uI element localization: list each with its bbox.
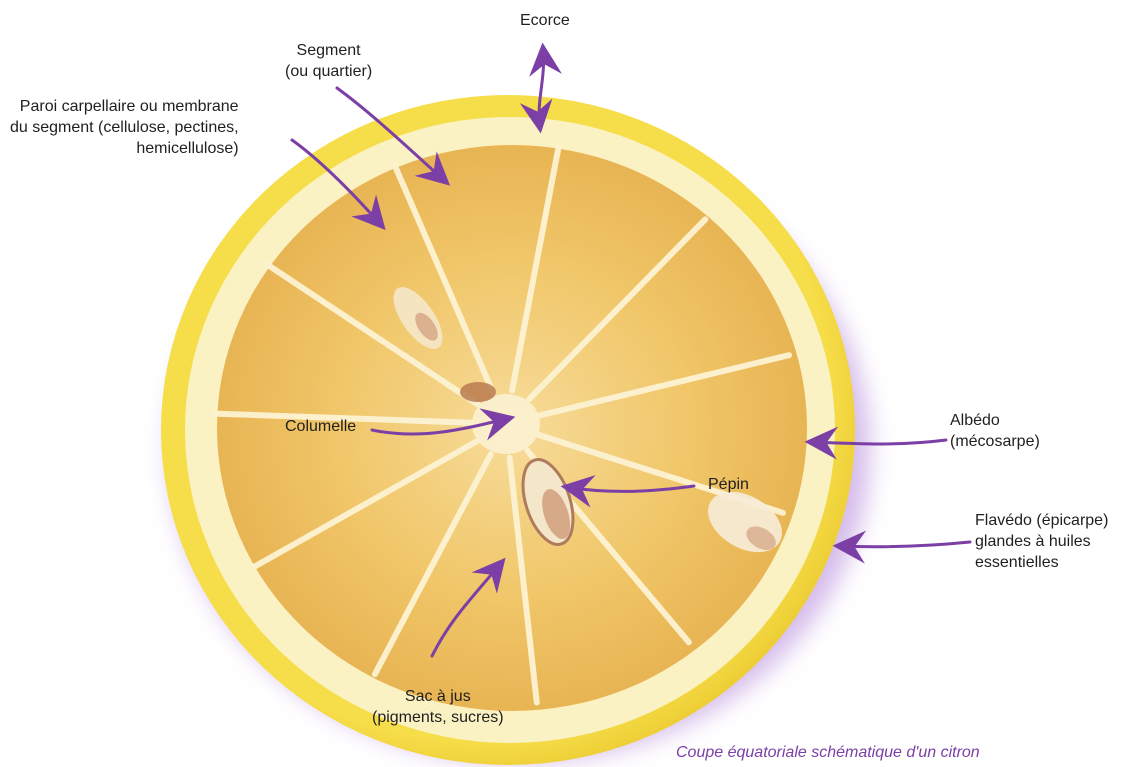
label-paroi: Paroi carpellaire ou membrane du segment… [10, 96, 239, 159]
label-segment: Segment (ou quartier) [285, 40, 372, 82]
figure-caption: Coupe équatoriale schématique d'un citro… [676, 744, 980, 762]
label-sac-a-jus: Sac à jus (pigments, sucres) [372, 686, 504, 728]
label-columelle: Columelle [285, 416, 356, 437]
arrow-flavedo [838, 542, 970, 547]
label-ecorce: Ecorce [520, 10, 570, 31]
label-pepin: Pépin [708, 474, 749, 495]
label-flavedo: Flavédo (épicarpe) glandes à huiles esse… [975, 510, 1108, 573]
label-albedo: Albédo (mécosarpe) [950, 410, 1040, 452]
seed-center [460, 382, 496, 402]
